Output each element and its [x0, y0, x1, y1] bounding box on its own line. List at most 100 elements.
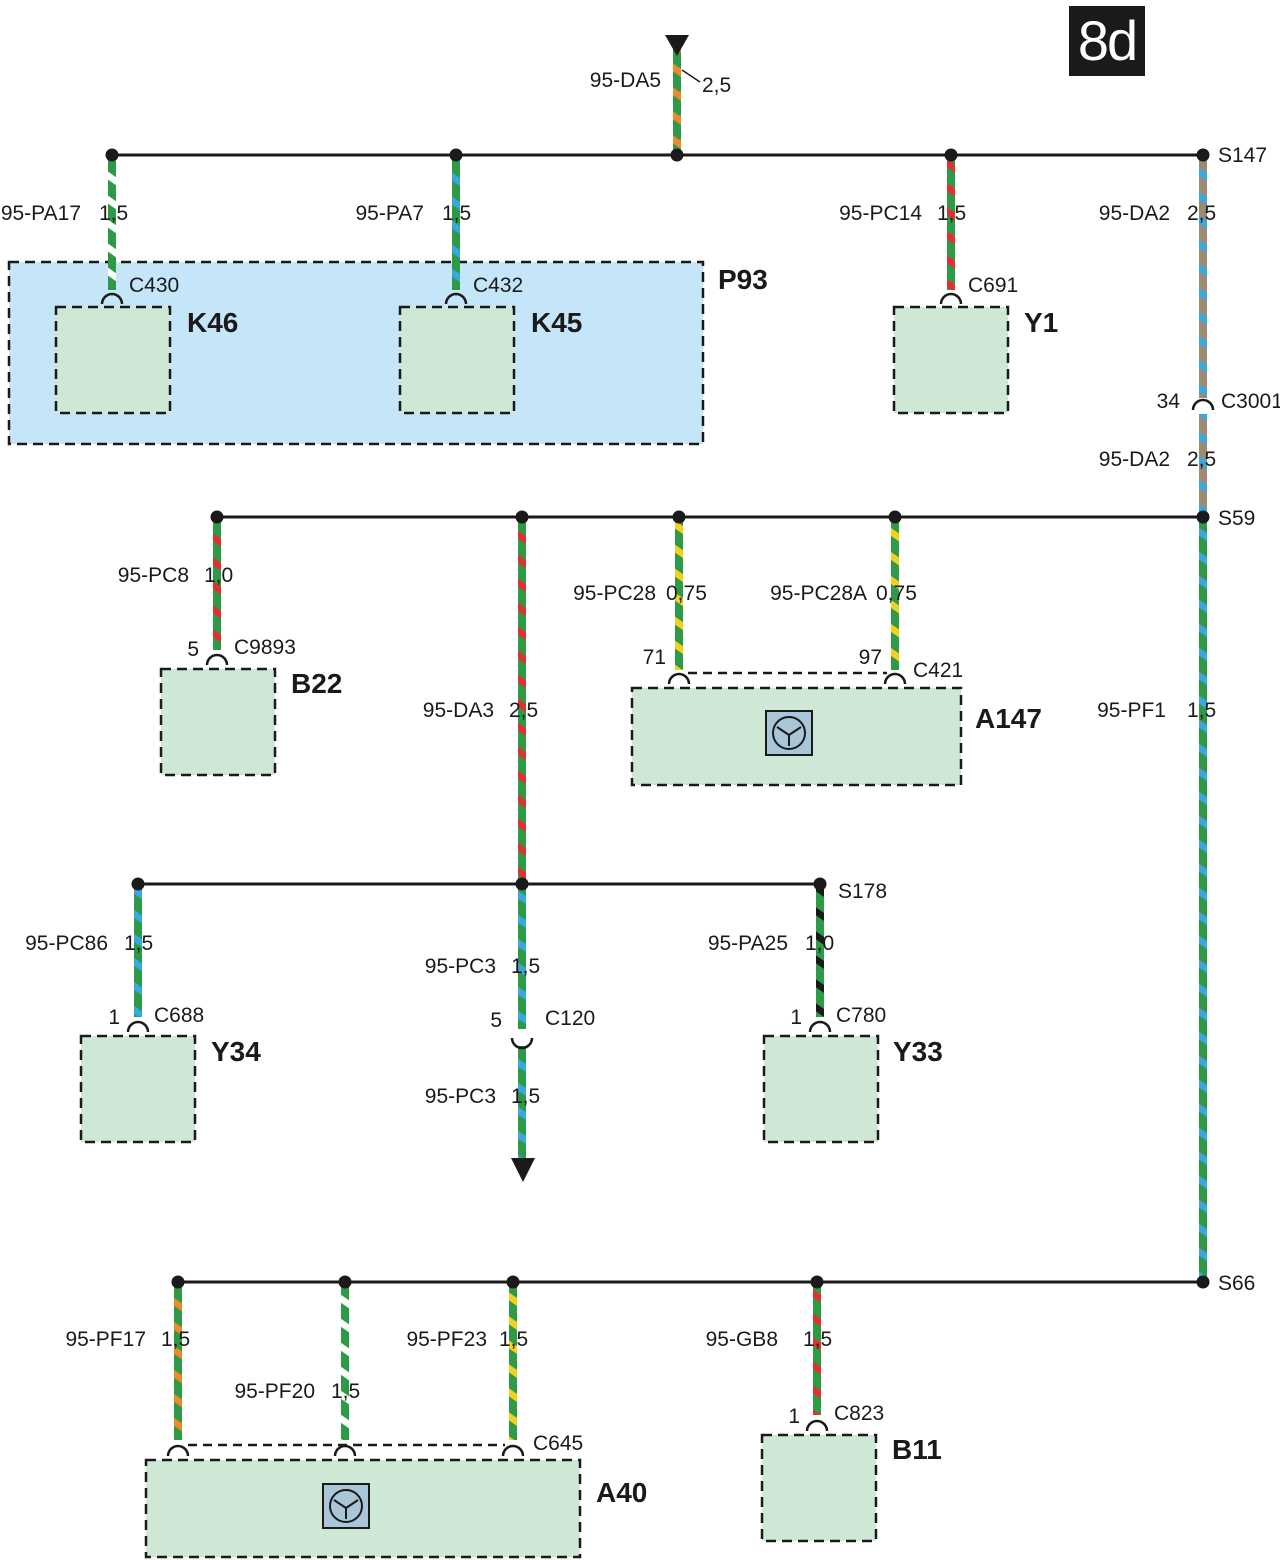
wire-label-pc3a-id: 95-PC3: [425, 955, 496, 978]
wire-label-pc3b-id: 95-PC3: [425, 1085, 496, 1108]
wire-95-pc28a: [891, 522, 899, 670]
wire-95-pc8: [213, 522, 221, 650]
component-k45: K45: [531, 307, 582, 338]
wire-95-pa17: [108, 160, 116, 290]
component-y1: Y1: [1024, 307, 1058, 338]
splice-s178: S178: [838, 880, 887, 903]
connector-labels: C430 C432 C691 34 C3001 5 C9893 71 97 C4…: [108, 274, 1280, 1455]
connector-c120-pin: 5: [490, 1009, 502, 1032]
component-k46: K46: [187, 307, 238, 338]
wire-95-pc14: [947, 160, 955, 290]
component-y34: Y34: [211, 1036, 261, 1067]
wire-label-pf1-id: 95-PF1: [1097, 699, 1166, 722]
wire-group: [108, 44, 1207, 1440]
component-y33: Y33: [893, 1036, 943, 1067]
c780-connector: [808, 1020, 832, 1033]
wire-label-da3-size: 2,5: [509, 699, 538, 722]
connector-c9893-pin: 5: [187, 638, 199, 661]
wire-95-pc3-upper: [518, 889, 526, 1029]
a40-module-icon: [322, 1483, 370, 1529]
wire-label-pa17-size: 1,5: [99, 202, 128, 225]
splice-labels: S147 S59 S178 S66: [838, 144, 1267, 1295]
supply-arrow-icon: [665, 35, 689, 56]
connector-c780-pin: 1: [790, 1006, 802, 1029]
c9893-connector: [205, 653, 229, 666]
wire-label-pc86-id: 95-PC86: [25, 932, 108, 955]
wire-label-pc3b-size: 1,5: [511, 1085, 540, 1108]
wire-95-da5: [673, 44, 681, 155]
wire-label-da2b-size: 2,5: [1187, 448, 1216, 471]
connector-c823: C823: [834, 1402, 884, 1425]
wire-95-da2-upper: [1199, 160, 1207, 398]
da5-size-leader: [681, 69, 701, 83]
wire-95-pf23: [509, 1287, 517, 1440]
wire-label-pa25-size: 1,0: [805, 932, 834, 955]
c421-connector-71: [667, 672, 691, 685]
wire-label-pf17-id: 95-PF17: [65, 1328, 146, 1351]
wire-label-pc28-id: 95-PC28: [573, 582, 656, 605]
c421-connector-97: [883, 672, 907, 685]
wire-label-pc8-id: 95-PC8: [118, 564, 189, 587]
component-b11: B11: [892, 1434, 942, 1465]
connector-symbols: [100, 292, 1215, 1457]
connector-c432: C432: [473, 274, 523, 297]
connector-c780: C780: [836, 1004, 886, 1027]
wire-label-pa7-size: 1,5: [442, 202, 471, 225]
wire-label-pc8-size: 1,0: [204, 564, 233, 587]
k45-box: [398, 305, 516, 415]
wire-label-pc28a-id: 95-PC28A: [770, 582, 867, 605]
wire-label-da5-id: 95-DA5: [590, 69, 661, 92]
c645-connector-pf23: [501, 1444, 525, 1457]
y34-box: [79, 1034, 197, 1144]
wire-label-pa17-id: 95-PA17: [1, 202, 81, 225]
splice-s66: S66: [1218, 1272, 1255, 1295]
wire-95-pf1: [1199, 522, 1207, 1278]
connector-c3001-pin: 34: [1157, 390, 1181, 413]
wire-label-pc28-size: 0,75: [666, 582, 707, 605]
a147-module-icon: [765, 710, 813, 756]
wire-label-da2b-id: 95-DA2: [1099, 448, 1170, 471]
c3001-connector: [1191, 398, 1215, 411]
c688-connector: [126, 1020, 150, 1033]
wire-95-pf17: [174, 1287, 182, 1440]
connector-c421: C421: [913, 659, 963, 682]
c430-connector: [100, 292, 124, 305]
wire-95-da2-lower: [1199, 414, 1207, 514]
splice-s147: S147: [1218, 144, 1267, 167]
wire-95-pc3-lower: [518, 1046, 526, 1158]
wire-labels: 95-DA5 2,5 95-PA17 1,5 95-PA7 1,5 95-PC1…: [1, 69, 1216, 1403]
wire-label-gb8-size: 1,5: [803, 1328, 832, 1351]
wire-label-pf17-size: 1,5: [161, 1328, 190, 1351]
splice-s59: S59: [1218, 507, 1255, 530]
wire-95-pc86: [134, 889, 142, 1017]
wire-label-pc3a-size: 1,5: [511, 955, 540, 978]
component-labels: P93 K46 K45 Y1 B22 A147 Y34 Y33 A40 B11: [187, 264, 1058, 1508]
wire-label-pf20-size: 1,5: [331, 1380, 360, 1403]
junction-dots: [105, 148, 1210, 1289]
c432-connector: [444, 292, 468, 305]
wire-label-pf1-size: 1,5: [1187, 699, 1216, 722]
wire-label-da5-size: 2,5: [702, 74, 731, 97]
component-b22: B22: [291, 668, 342, 699]
y1-box: [892, 305, 1010, 415]
wire-label-pc86-size: 1,5: [124, 932, 153, 955]
wire-95-pc28: [675, 522, 683, 670]
wire-label-pc14-id: 95-PC14: [839, 202, 922, 225]
c120-connector: [510, 1037, 534, 1050]
wire-95-pa25: [816, 889, 824, 1017]
c823-connector: [805, 1419, 829, 1432]
wire-label-pa25-id: 95-PA25: [708, 932, 788, 955]
k46-box: [54, 305, 172, 415]
wire-label-pc14-size: 1,5: [937, 202, 966, 225]
wire-95-pa7: [452, 160, 460, 290]
c691-connector: [939, 292, 963, 305]
connector-c691: C691: [968, 274, 1018, 297]
wire-label-da2a-id: 95-DA2: [1099, 202, 1170, 225]
connector-c645: C645: [533, 1432, 583, 1455]
component-p93: P93: [718, 264, 768, 295]
c645-connector-pf20: [333, 1444, 357, 1457]
wire-label-da2a-size: 2,5: [1187, 202, 1216, 225]
component-a147: A147: [975, 703, 1042, 734]
connector-c823-pin: 1: [788, 1405, 800, 1428]
